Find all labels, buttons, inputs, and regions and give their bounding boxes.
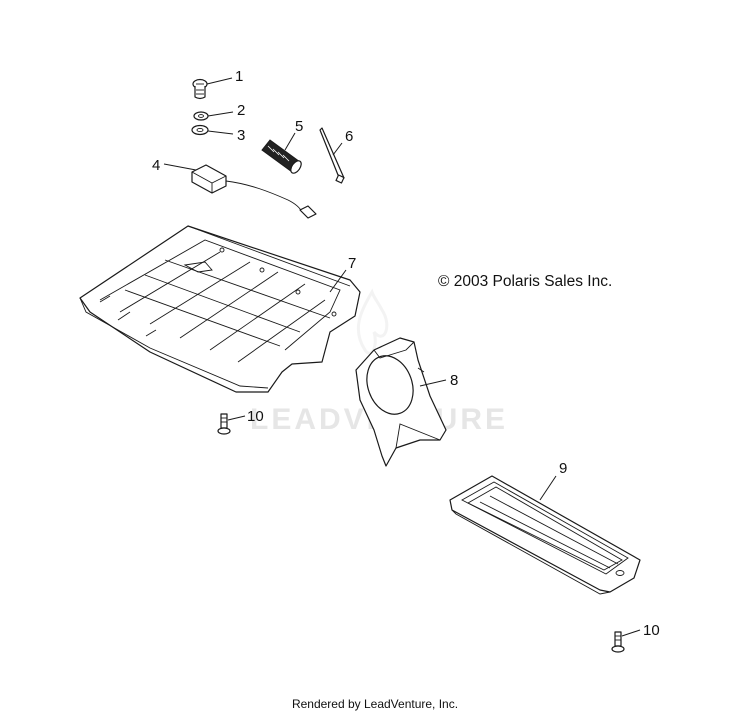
leader-line-1 (206, 77, 233, 85)
footer-credit: Rendered by LeadVenture, Inc. (291, 697, 459, 711)
callout-5: 5 (295, 118, 303, 135)
leader-line-8 (419, 379, 447, 387)
callout-3: 3 (237, 127, 245, 144)
leader-line-5 (284, 132, 296, 151)
callout-10-lower: 10 (643, 622, 660, 639)
part-6-cable-tie[interactable] (319, 127, 345, 184)
callout-9: 9 (559, 460, 567, 477)
callout-6: 6 (345, 128, 353, 145)
part-8-bracket[interactable] (355, 337, 447, 467)
leader-line-10-upper (227, 415, 246, 421)
callout-7: 7 (348, 255, 356, 272)
callout-4: 4 (152, 157, 160, 174)
callout-8: 8 (450, 372, 458, 389)
part-9-step-tray[interactable] (449, 475, 641, 595)
leader-line-10-lower (621, 629, 641, 637)
leader-line-4 (163, 163, 197, 171)
watermark-logo-icon (356, 288, 389, 355)
leader-line-6 (332, 142, 343, 156)
leader-line-3 (207, 130, 234, 135)
part-10-bolt-lower[interactable] (611, 631, 625, 653)
part-3-nut[interactable] (191, 124, 209, 136)
callout-10-upper: 10 (247, 408, 264, 425)
part-1-screw[interactable] (192, 78, 208, 100)
leader-line-2 (207, 111, 234, 117)
part-2-washer[interactable] (193, 111, 209, 121)
part-10-bolt-upper[interactable] (217, 413, 231, 435)
callout-2: 2 (237, 102, 245, 119)
leader-line-9 (539, 475, 557, 501)
part-5-sleeve[interactable] (261, 139, 303, 175)
copyright-notice: © 2003 Polaris Sales Inc. (438, 273, 613, 290)
callout-1: 1 (235, 68, 243, 85)
part-7-floor-tray[interactable] (79, 225, 361, 393)
part-4-switch-harness[interactable] (191, 164, 317, 219)
leader-line-7 (329, 269, 347, 293)
